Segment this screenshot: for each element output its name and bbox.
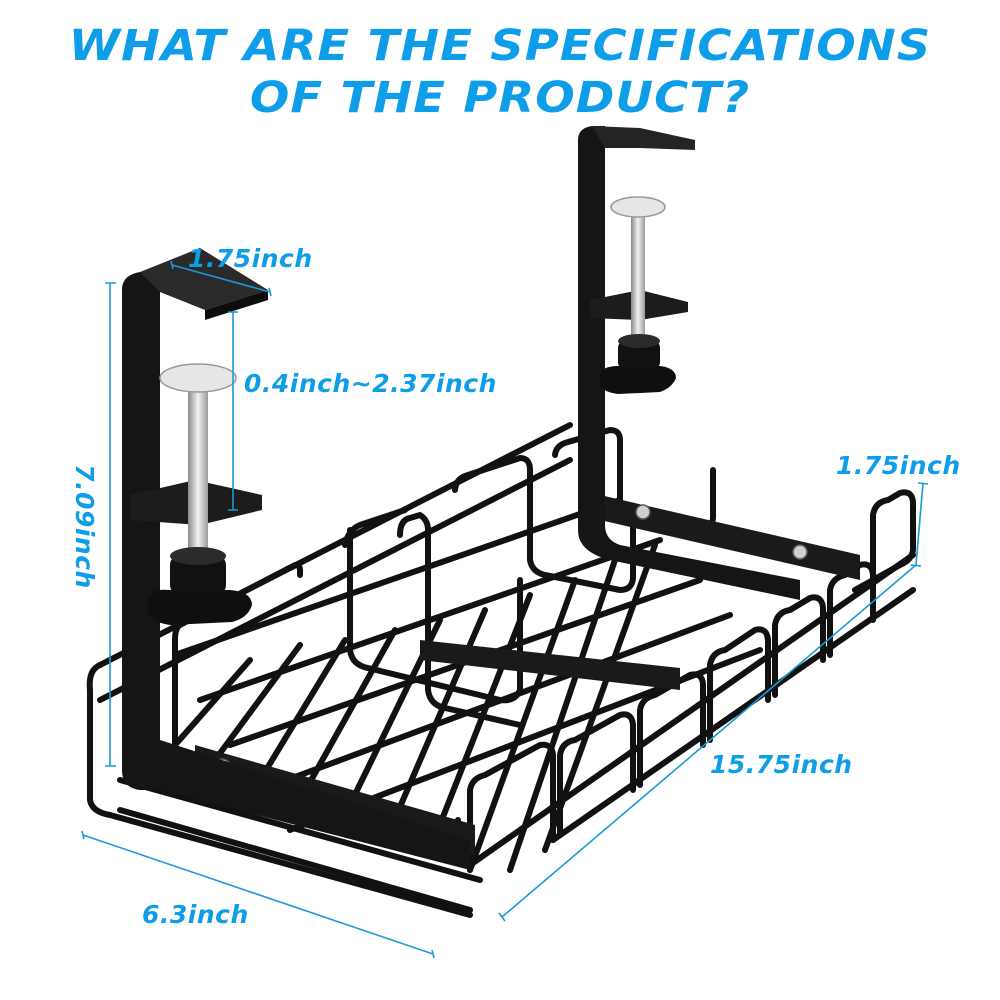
clamp-range-label: 0.4inch~2.37inch — [244, 369, 497, 398]
right-clamp-bracket-icon — [578, 126, 800, 600]
clamp-screw-icon — [631, 210, 645, 340]
wire-basket-icon — [86, 422, 916, 918]
basket-wall-height-label: 1.75inch — [836, 451, 961, 480]
length-label: 15.75inch — [710, 750, 853, 779]
clamp-depth-label: 1.75inch — [188, 244, 313, 273]
dimension-lines — [81, 260, 929, 959]
page-title: WHAT ARE THE SPECIFICATIONS OF THE PRODU… — [0, 20, 1000, 124]
height-label: 7.09inch — [69, 464, 99, 589]
clamp-screw-icon — [188, 380, 208, 555]
knob-icon — [148, 547, 252, 625]
left-clamp-bracket-icon — [122, 248, 470, 870]
knob-icon — [600, 334, 676, 394]
title-line-1: WHAT ARE THE SPECIFICATIONS — [68, 21, 932, 71]
width-label: 6.3inch — [142, 900, 249, 929]
title-line-2: OF THE PRODUCT? — [249, 73, 751, 123]
